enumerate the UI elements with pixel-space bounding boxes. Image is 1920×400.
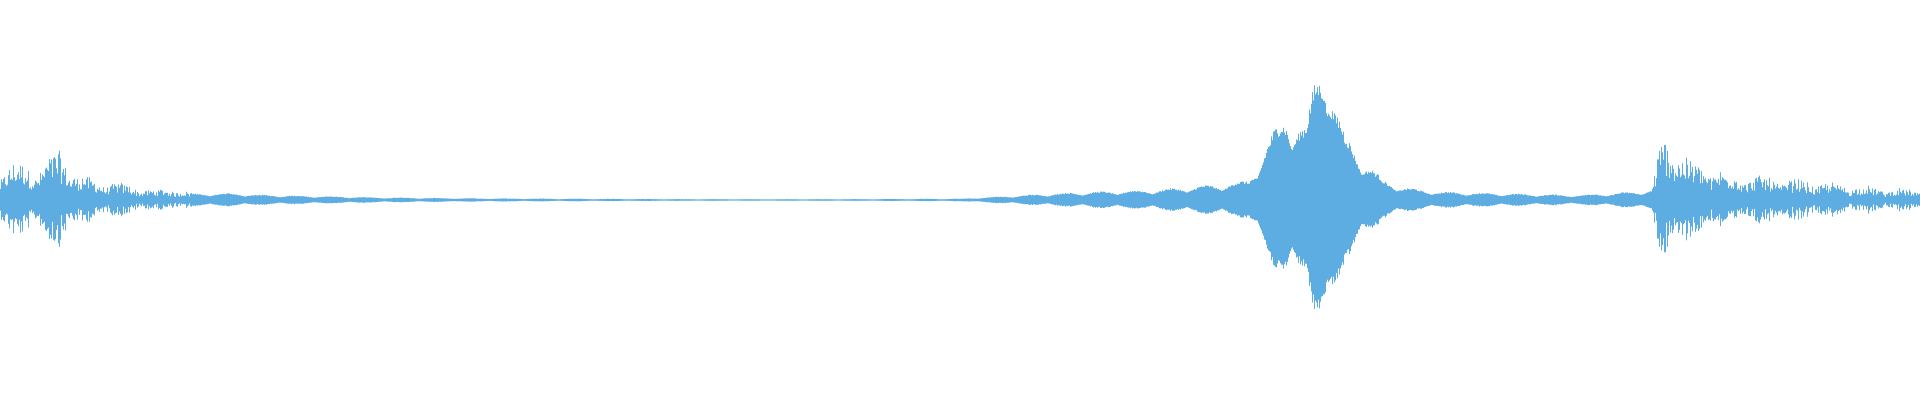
waveform-lines [0, 85, 1920, 309]
